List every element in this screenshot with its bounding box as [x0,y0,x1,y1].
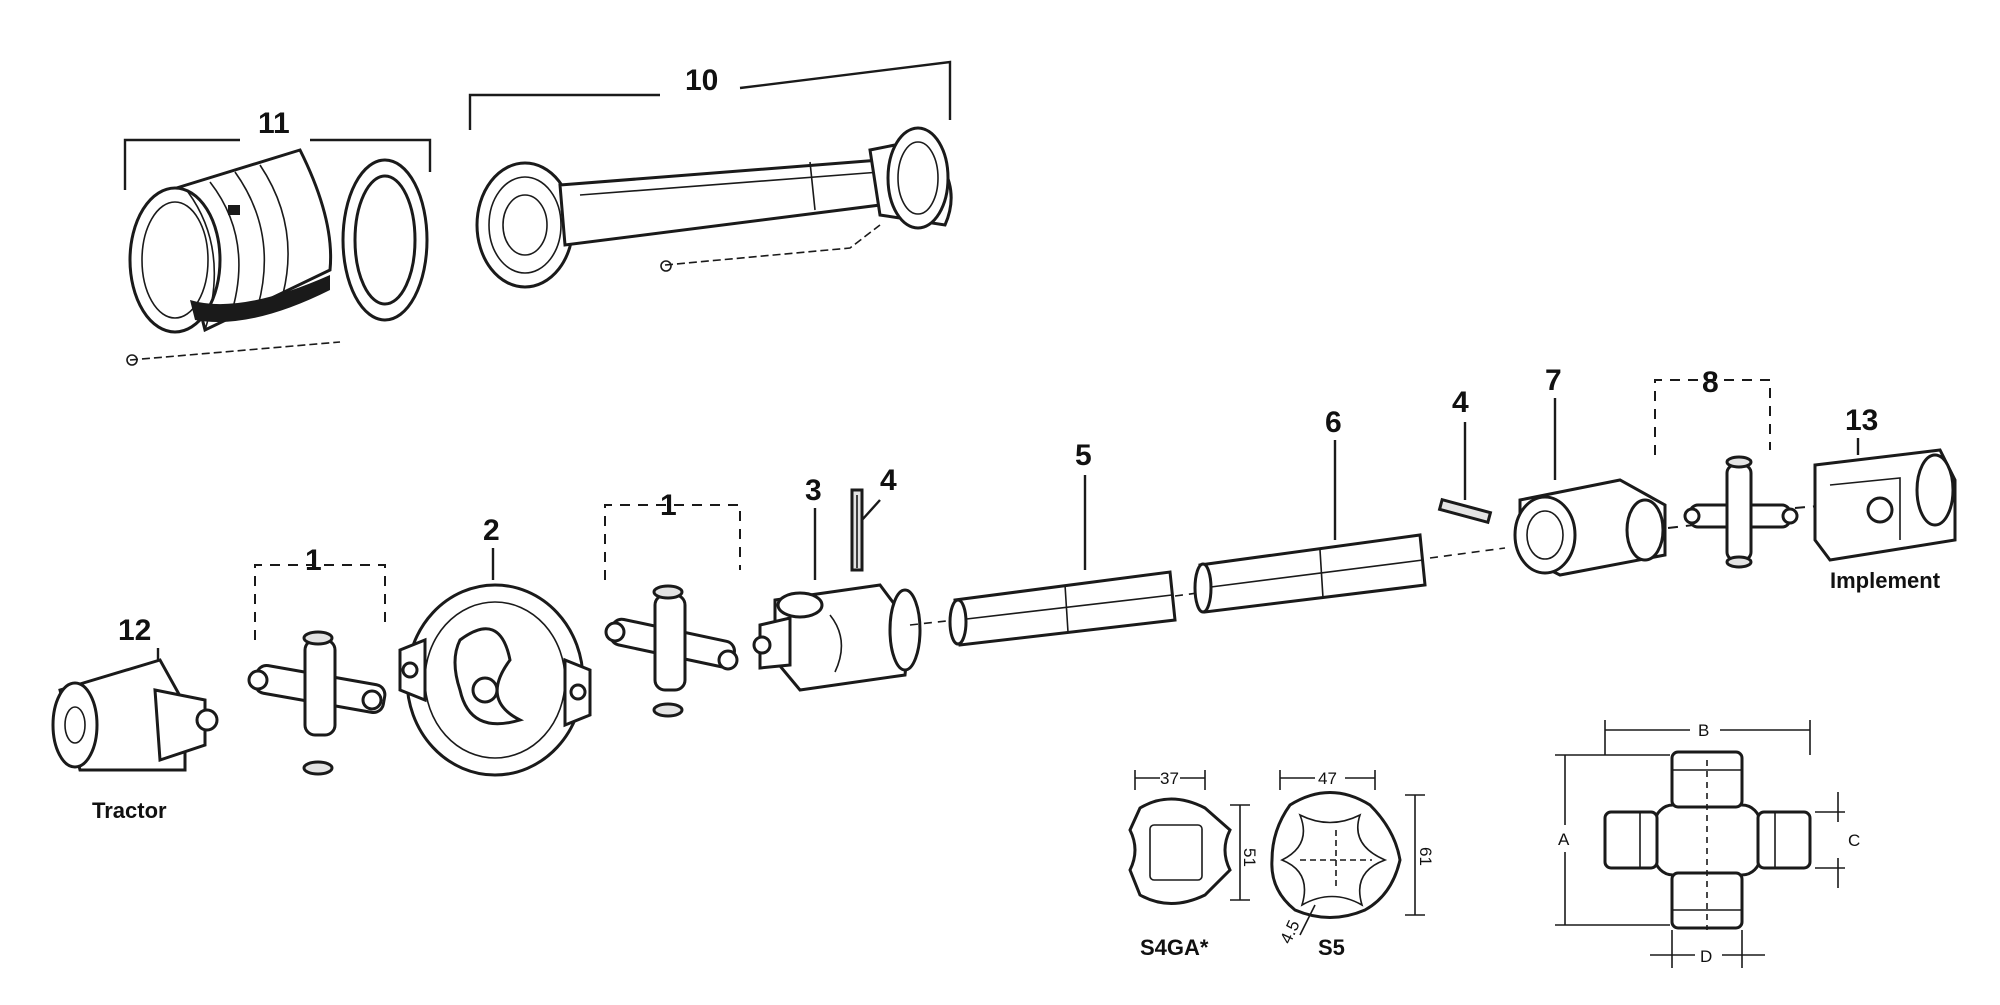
tractor-label: Tractor [92,798,167,823]
part-10-guard-tube: 10 [468,60,953,289]
part-3-inner-yoke: 3 [752,474,922,692]
part-7-outer-yoke: 7 [1513,364,1721,577]
part-12-tractor-yoke: 12 Tractor [51,614,219,823]
s4ga-width-dim: 37 [1160,769,1179,788]
cross-dim-b: B [1698,721,1709,740]
part-2-label: 2 [483,514,500,547]
part-4-label-left: 4 [880,464,897,497]
profile-s5: 47 61 4.5 S5 [1270,769,1435,960]
cross-dim-c: C [1848,831,1860,850]
part-11-label: 11 [258,107,290,140]
part-4-roll-pin-right: 4 [1429,386,1506,559]
part-5-label: 5 [1075,439,1092,472]
implement-label: Implement [1830,568,1941,593]
part-13-implement-yoke: 13 Implement [1794,404,1957,593]
part-6-outer-tube: 6 [1174,406,1427,614]
part-12-label: 12 [118,614,151,647]
part-6-label: 6 [1325,406,1342,439]
part-2-clutch: 2 [398,514,592,777]
part-1-cross-kit-middle: 1 [604,489,741,718]
s5-width-dim: 47 [1318,769,1337,788]
part-8-label: 8 [1702,366,1719,399]
part-11-guard-cone: 11 [123,107,432,366]
cross-dim-a: A [1558,830,1570,849]
part-10-label: 10 [685,64,718,97]
cross-dimension-drawing: B A C D [1555,720,1860,968]
s5-name: S5 [1318,935,1345,960]
part-5-inner-tube: 5 [909,439,1177,647]
cross-dim-d: D [1700,947,1712,966]
part-7-label: 7 [1545,364,1562,397]
profile-s4ga: 37 51 S4GA* [1128,769,1259,960]
s5-corner-dim: 4.5 [1276,917,1303,946]
part-13-label: 13 [1845,404,1878,437]
part-8-cross-kit-right: 8 [1654,366,1799,569]
part-3-label: 3 [805,474,822,507]
part-4-label-right: 4 [1452,386,1469,419]
s5-height-dim: 61 [1416,847,1435,866]
part-1-label-middle: 1 [660,489,677,522]
part-1-label-left: 1 [305,544,322,577]
part-4-roll-pin-left: 4 [850,464,897,572]
s4ga-name: S4GA* [1140,935,1209,960]
s4ga-height-dim: 51 [1240,848,1259,867]
part-1-cross-kit-left: 1 [247,544,387,776]
